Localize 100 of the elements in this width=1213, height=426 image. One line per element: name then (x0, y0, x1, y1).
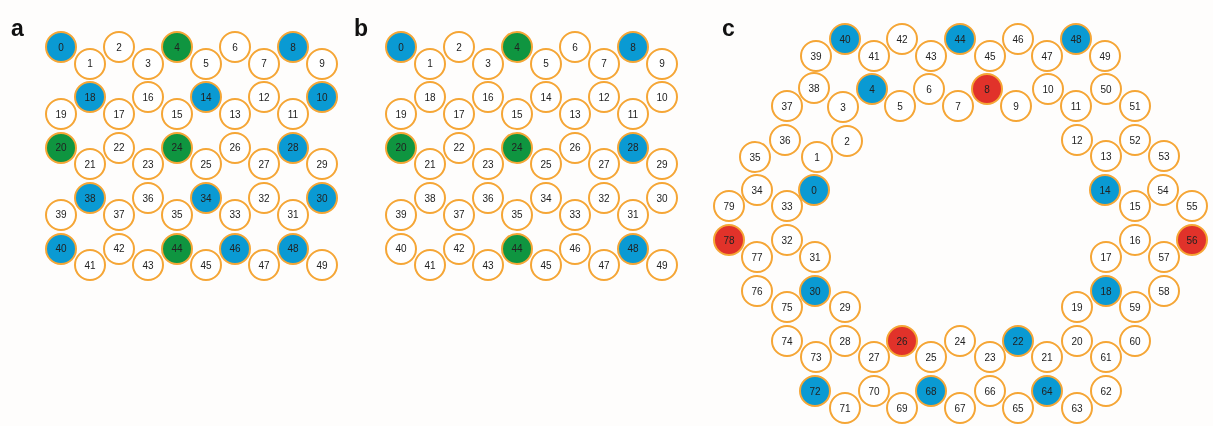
numbered-circle: 43 (132, 249, 164, 282)
numbered-circle: 48 (277, 232, 309, 265)
numbered-circle: 44 (501, 232, 533, 265)
numbered-circle: 25 (530, 148, 562, 181)
numbered-circle: 29 (306, 148, 338, 181)
numbered-circle: 22 (443, 131, 475, 164)
numbered-circle: 61 (1090, 341, 1122, 373)
numbered-circle: 47 (588, 249, 620, 282)
numbered-circle: 73 (800, 341, 832, 373)
numbered-circle: 42 (443, 232, 475, 265)
numbered-circle: 23 (132, 148, 164, 181)
numbered-circle: 15 (501, 98, 533, 130)
numbered-circle: 6 (219, 31, 251, 63)
numbered-circle: 15 (161, 98, 193, 130)
numbered-circle: 24 (501, 131, 533, 164)
numbered-circle: 63 (1061, 392, 1093, 424)
numbered-circle: 7 (588, 47, 620, 80)
numbered-circle: 19 (45, 98, 77, 130)
numbered-circle: 47 (248, 249, 280, 282)
numbered-circle: 40 (45, 232, 77, 265)
numbered-circle: 72 (799, 375, 831, 407)
numbered-circle: 36 (132, 182, 164, 215)
numbered-circle: 26 (219, 131, 251, 164)
numbered-circle: 45 (530, 249, 562, 282)
numbered-circle: 29 (829, 291, 861, 323)
numbered-circle: 34 (741, 174, 773, 206)
numbered-circle: 13 (1090, 140, 1122, 172)
numbered-circle: 36 (769, 124, 801, 156)
numbered-circle: 17 (443, 98, 475, 130)
numbered-circle: 35 (501, 198, 533, 231)
numbered-circle: 22 (1002, 325, 1034, 357)
numbered-circle: 37 (443, 198, 475, 231)
numbered-circle: 67 (944, 392, 976, 424)
numbered-circle: 13 (559, 98, 591, 130)
numbered-circle: 10 (306, 81, 338, 114)
numbered-circle: 16 (472, 81, 504, 114)
numbered-circle: 3 (132, 47, 164, 80)
numbered-circle: 39 (800, 40, 832, 72)
numbered-circle: 0 (798, 174, 830, 206)
numbered-circle: 26 (886, 325, 918, 357)
numbered-circle: 34 (530, 182, 562, 215)
numbered-circle: 33 (771, 190, 803, 222)
numbered-circle: 45 (190, 249, 222, 282)
numbered-circle: 41 (414, 249, 446, 282)
numbered-circle: 55 (1176, 190, 1208, 222)
numbered-circle: 38 (414, 182, 446, 215)
numbered-circle: 31 (277, 198, 309, 231)
numbered-circle: 71 (829, 392, 861, 424)
numbered-circle: 23 (974, 341, 1006, 373)
numbered-circle: 34 (190, 182, 222, 215)
numbered-circle: 32 (248, 182, 280, 215)
numbered-circle: 33 (559, 198, 591, 231)
numbered-circle: 12 (588, 81, 620, 114)
numbered-circle: 30 (799, 275, 831, 307)
numbered-circle: 47 (1031, 40, 1063, 72)
numbered-circle: 29 (646, 148, 678, 181)
numbered-circle: 24 (944, 325, 976, 357)
numbered-circle: 36 (472, 182, 504, 215)
numbered-circle: 68 (915, 375, 947, 407)
numbered-circle: 30 (646, 182, 678, 215)
numbered-circle: 1 (414, 47, 446, 80)
numbered-circle: 25 (915, 341, 947, 373)
numbered-circle: 19 (1061, 291, 1093, 323)
numbered-circle: 60 (1119, 325, 1151, 357)
numbered-circle: 38 (74, 182, 106, 215)
numbered-circle: 79 (713, 190, 745, 222)
numbered-circle: 64 (1031, 375, 1063, 407)
numbered-circle: 10 (646, 81, 678, 114)
numbered-circle: 39 (385, 198, 417, 231)
numbered-circle: 4 (856, 73, 888, 105)
numbered-circle: 41 (858, 40, 890, 72)
numbered-circle: 46 (1002, 23, 1034, 55)
numbered-circle: 0 (45, 31, 77, 63)
numbered-circle: 8 (971, 73, 1003, 105)
numbered-circle: 24 (161, 131, 193, 164)
numbered-circle: 5 (884, 90, 916, 122)
numbered-circle: 46 (219, 232, 251, 265)
numbered-circle: 31 (799, 241, 831, 273)
numbered-circle: 35 (161, 198, 193, 231)
numbered-circle: 39 (45, 198, 77, 231)
numbered-circle: 5 (190, 47, 222, 80)
numbered-circle: 30 (306, 182, 338, 215)
numbered-circle: 48 (617, 232, 649, 265)
numbered-circle: 46 (559, 232, 591, 265)
numbered-circle: 54 (1147, 174, 1179, 206)
panel-label: b (354, 17, 369, 40)
numbered-circle: 52 (1119, 124, 1151, 156)
numbered-circle: 40 (829, 23, 861, 55)
numbered-circle: 35 (739, 141, 771, 173)
numbered-circle: 40 (385, 232, 417, 265)
numbered-circle: 27 (248, 148, 280, 181)
numbered-circle: 17 (1090, 241, 1122, 273)
numbered-circle: 16 (1119, 224, 1151, 256)
numbered-circle: 17 (103, 98, 135, 130)
numbered-circle: 57 (1148, 241, 1180, 273)
numbered-circle: 65 (1002, 392, 1034, 424)
numbered-circle: 10 (1032, 73, 1064, 105)
numbered-circle: 9 (646, 47, 678, 80)
numbered-circle: 13 (219, 98, 251, 130)
numbered-circle: 14 (1089, 174, 1121, 206)
